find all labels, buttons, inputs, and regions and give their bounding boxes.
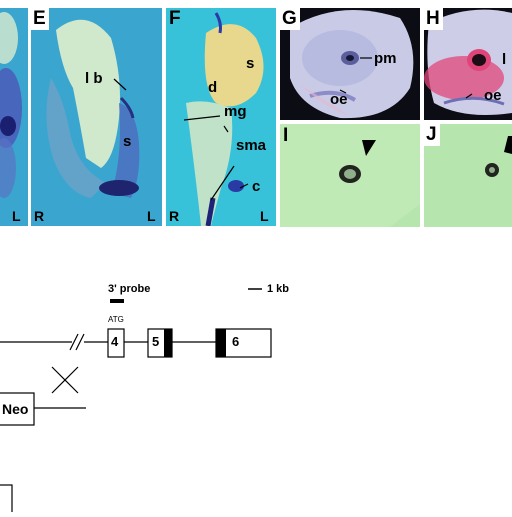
panel-label-I: I <box>283 125 289 146</box>
side-label-L: L <box>260 208 269 224</box>
embryo-image <box>424 9 512 116</box>
panel-J: J <box>424 124 512 227</box>
break-mark <box>75 333 85 351</box>
annotation-c: c <box>252 178 261 195</box>
annotation-oe: oe <box>330 91 348 108</box>
tissue-image <box>280 124 420 227</box>
panel-I: I <box>280 124 420 227</box>
annotation-d: d <box>208 79 218 96</box>
annotation-sma: sma <box>236 137 267 154</box>
neo-box <box>0 392 35 426</box>
scale-label: 1 kb <box>267 283 290 295</box>
panel-label-H: H <box>424 8 443 30</box>
panel-G: G pm oe <box>280 8 420 120</box>
break-mark <box>69 333 79 351</box>
neo-label: Neo <box>2 401 29 417</box>
panel-left-partial: L <box>0 8 28 226</box>
tissue-image <box>183 12 264 226</box>
side-label-L: L <box>147 208 156 224</box>
partial-box <box>0 484 13 516</box>
annotation-s: s <box>123 133 132 150</box>
tissue-image <box>0 12 22 198</box>
panel-label-F: F <box>169 8 181 29</box>
side-label-L: L <box>12 208 21 224</box>
exon-5-label: 5 <box>152 334 160 349</box>
embryo-image <box>290 10 414 119</box>
diagram-lines <box>0 288 272 516</box>
side-label-R: R <box>34 208 45 224</box>
annotation-s: s <box>246 55 255 72</box>
panel-label-E: E <box>31 8 49 30</box>
panel-label-G: G <box>280 8 300 30</box>
annotation-oe: oe <box>484 87 502 104</box>
panel-F: F s d mg sma c R L <box>166 8 276 226</box>
probe-bar <box>110 299 124 303</box>
panel-E: E l b s R L <box>31 8 162 226</box>
gene-targeting-diagram: 3' probe 1 kb ATG 4 5 6 Neo <box>0 260 512 516</box>
atg-label: ATG <box>108 315 124 324</box>
annotation-lb: l b <box>85 70 103 87</box>
annotation-mg: mg <box>224 103 247 120</box>
exon-6-label: 6 <box>232 334 240 349</box>
exon-4-label: 4 <box>111 334 119 349</box>
side-label-R: R <box>169 208 180 224</box>
tissue-image <box>485 136 512 177</box>
exon-4-box <box>107 328 125 358</box>
annotation-pm: pm <box>374 50 397 67</box>
panel-label-J: J <box>424 124 440 146</box>
annotation-l: l <box>502 51 507 68</box>
tissue-image <box>46 19 140 198</box>
panel-H: H l oe <box>424 8 512 120</box>
probe-label: 3' probe <box>108 283 151 295</box>
